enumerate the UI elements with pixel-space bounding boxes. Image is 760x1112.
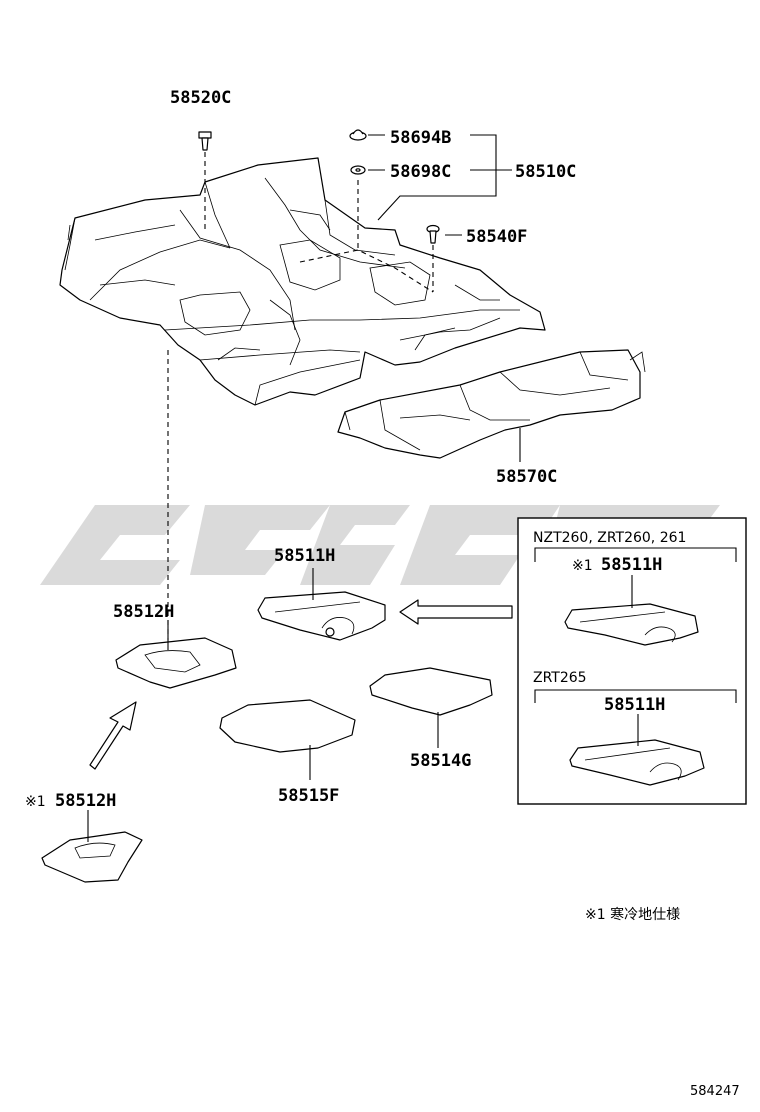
inset-group2-title: ZRT265: [533, 670, 587, 686]
bracket-58510C: [377, 134, 512, 221]
label-58510C: 58510C: [515, 162, 576, 182]
inset-bracket-2: [534, 689, 737, 703]
label-58512H: 58512H: [113, 602, 174, 622]
label-58512H-cold: 58512H: [55, 791, 116, 811]
mat-58514G: [369, 667, 493, 716]
label-58698C: 58698C: [390, 162, 451, 182]
figure-number: 584247: [690, 1084, 740, 1099]
washer-58698C: [350, 165, 366, 175]
inset-group2-part: 58511H: [604, 695, 665, 715]
inset-group1-title: NZT260, ZRT260, 261: [533, 530, 686, 546]
label-58694B: 58694B: [390, 128, 451, 148]
rear-floor-carpet: [337, 349, 646, 459]
clip-58694B: [349, 129, 367, 141]
mat-58512H: [115, 637, 237, 689]
mat-58511H: [257, 591, 386, 641]
label-58511H: 58511H: [274, 546, 335, 566]
mat-58515F: [219, 699, 356, 753]
arrow-up-right: [89, 701, 137, 770]
inset-bracket-1: [534, 547, 737, 562]
label-58515F: 58515F: [278, 786, 339, 806]
label-58514G: 58514G: [410, 751, 471, 771]
label-58570C: 58570C: [496, 467, 557, 487]
label-58540F: 58540F: [466, 227, 527, 247]
inset-mat-2: [569, 739, 705, 786]
clip-58540F: [426, 224, 440, 244]
front-floor-carpet: [59, 157, 546, 406]
arrow-left: [399, 599, 513, 625]
guide-tunnel: [299, 249, 434, 293]
inset-mat-1: [564, 603, 699, 646]
label-58512H-cold-mark: ※1: [25, 794, 46, 810]
clip-58520C: [198, 131, 212, 151]
mat-58512H-cold: [41, 831, 143, 883]
label-58520C: 58520C: [170, 88, 231, 108]
inset-group1-part: 58511H: [601, 555, 662, 575]
inset-group1-mark: ※1: [572, 558, 593, 574]
footnote: ※1 寒冷地仕様: [585, 906, 680, 923]
